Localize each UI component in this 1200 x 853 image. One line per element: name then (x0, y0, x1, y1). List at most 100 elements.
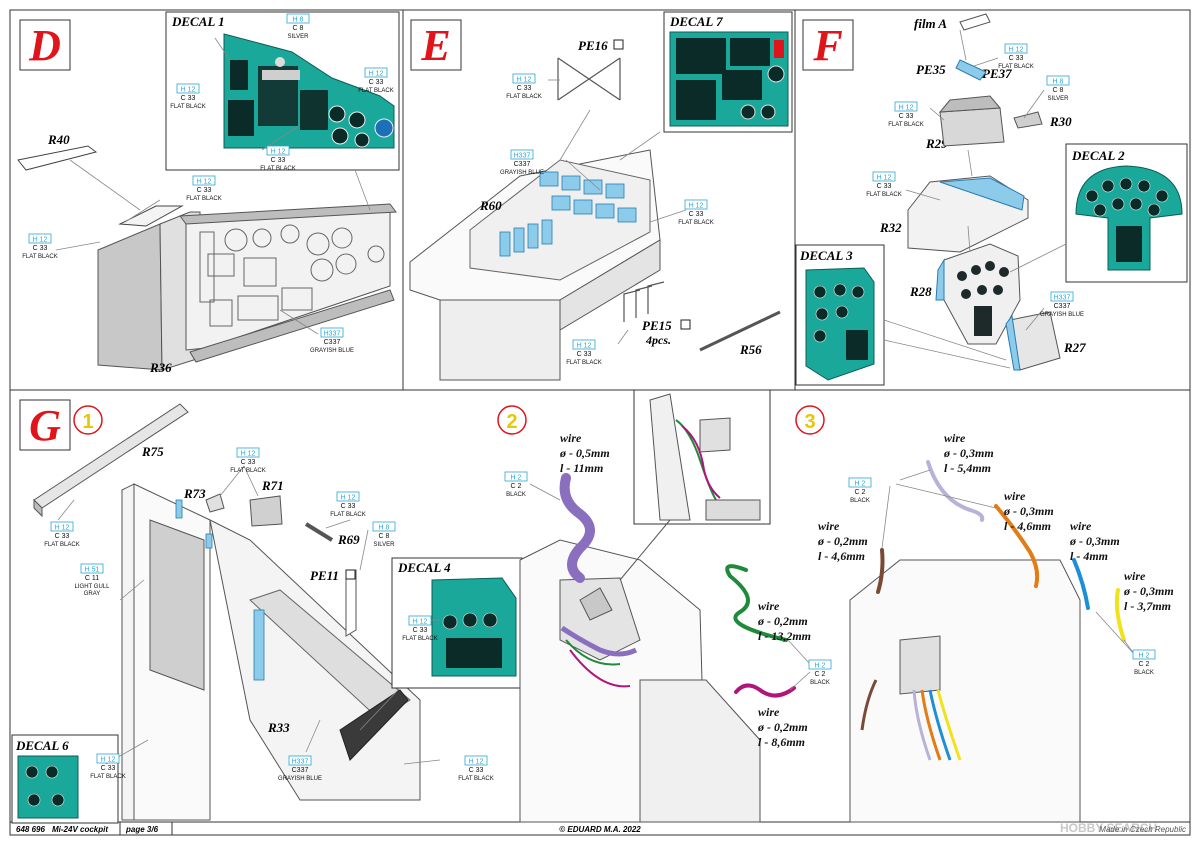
wire-label: wire (758, 705, 780, 719)
wire-sample-brown (876, 548, 885, 594)
paint-code-c: C 11 (85, 575, 99, 582)
paint-name: GRAYISH BLUE (310, 348, 354, 354)
wire-sample-orange (994, 504, 1040, 588)
decal-3-artwork (805, 267, 875, 381)
paint-code-c: C 33 (341, 503, 356, 510)
wire-length: l - 4mm (1070, 549, 1108, 563)
part-r69: R69 (337, 532, 360, 547)
paint-code-c: C337 (292, 767, 309, 774)
wire-length: l - 8,6mm (758, 735, 805, 749)
section-d: D DECAL 1 (17, 11, 400, 375)
paint-code-h: H 12 (197, 179, 212, 186)
paint-code-c: C 8 (1053, 87, 1064, 94)
wire-diameter: ø - 0,3mm (1003, 504, 1054, 518)
svg-text:1: 1 (82, 411, 93, 433)
part-r32: R32 (879, 220, 902, 235)
decal-2-artwork (1075, 165, 1183, 271)
paint-code-c: C337 (324, 339, 341, 346)
wire-diameter: ø - 0,3mm (1069, 534, 1120, 548)
paint-code-c: C 33 (369, 79, 384, 86)
paint-code-c: C 33 (517, 85, 532, 92)
wire-label: wire (944, 431, 966, 445)
paint-name: FLAT BLACK (866, 192, 901, 198)
part-pe37: PE37 (982, 66, 1012, 81)
paint-name: GRAY (84, 591, 101, 597)
paint-code-h: H 12 (33, 237, 48, 244)
svg-text:3: 3 (804, 411, 815, 433)
dashboard-assembly-f (907, 59, 1061, 371)
wire-label: wire (1004, 489, 1026, 503)
paint-code-c: C 33 (181, 95, 196, 102)
paint-name: FLAT BLACK (506, 94, 541, 100)
paint-code-c: C 8 (293, 25, 304, 32)
decal-6-label: DECAL 6 (15, 738, 69, 753)
paint-code-c: C 33 (413, 627, 428, 634)
paint-name: SILVER (1048, 96, 1070, 102)
sidewall-assembly-g1 (33, 403, 421, 821)
paint-code-h: H337 (324, 331, 341, 338)
paint-code-h: H 12 (241, 451, 256, 458)
paint-code-h: H 12 (181, 87, 196, 94)
footer: 648 696 Mi-24V cockpit page 3/6 © EDUARD… (16, 821, 1186, 835)
wire-length: l - 5,4mm (944, 461, 991, 475)
decal-4-label: DECAL 4 (397, 560, 451, 575)
wire-label: wire (758, 599, 780, 613)
footer-copyright: © EDUARD M.A. 2022 (559, 825, 641, 834)
cockpit-panel-d (17, 145, 397, 371)
paint-code-h: H337 (514, 153, 531, 160)
part-r28: R28 (909, 284, 932, 299)
paint-name: FLAT BLACK (330, 512, 365, 518)
wire-samples (559, 460, 1126, 698)
wire-sample-lavender (926, 460, 985, 522)
paint-code-c: C 33 (899, 113, 914, 120)
color-callout: H 12C 33 FLAT BLACK (22, 233, 58, 260)
paint-code-h: H 12 (271, 149, 286, 156)
paint-code-c: C 2 (511, 483, 522, 490)
paint-name: GRAYISH BLUE (278, 776, 322, 782)
wiring-step-3 (849, 559, 1081, 823)
paint-code-c: C 2 (855, 489, 866, 496)
part-pe15: PE15 (642, 318, 672, 333)
paint-code-h: H 12 (517, 77, 532, 84)
paint-code-h: H 12 (899, 105, 914, 112)
paint-code-c: C 33 (33, 245, 48, 252)
footer-page: page 3/6 (125, 825, 159, 834)
paint-name: BLACK (1134, 670, 1154, 676)
part-pe35: PE35 (916, 62, 946, 77)
paint-name: BLACK (810, 680, 830, 686)
paint-code-c: C 33 (197, 187, 212, 194)
paint-name: GRAYISH BLUE (1040, 312, 1084, 318)
wire-sample-green (725, 564, 788, 642)
paint-name: LIGHT GULL (75, 584, 111, 590)
color-callout: H 12C 33 FLAT BLACK (888, 101, 924, 128)
wire-diameter: ø - 0,3mm (943, 446, 994, 460)
paint-code-c: C 8 (379, 533, 390, 540)
footer-watermark: HOBBY SEARCH (1060, 821, 1157, 835)
paint-code-h: H 12 (369, 71, 384, 78)
decal-3-label: DECAL 3 (799, 248, 853, 263)
paint-name: FLAT BLACK (44, 542, 79, 548)
paint-name: FLAT BLACK (90, 774, 125, 780)
paint-name: FLAT BLACK (22, 254, 57, 260)
paint-name: FLAT BLACK (888, 122, 923, 128)
